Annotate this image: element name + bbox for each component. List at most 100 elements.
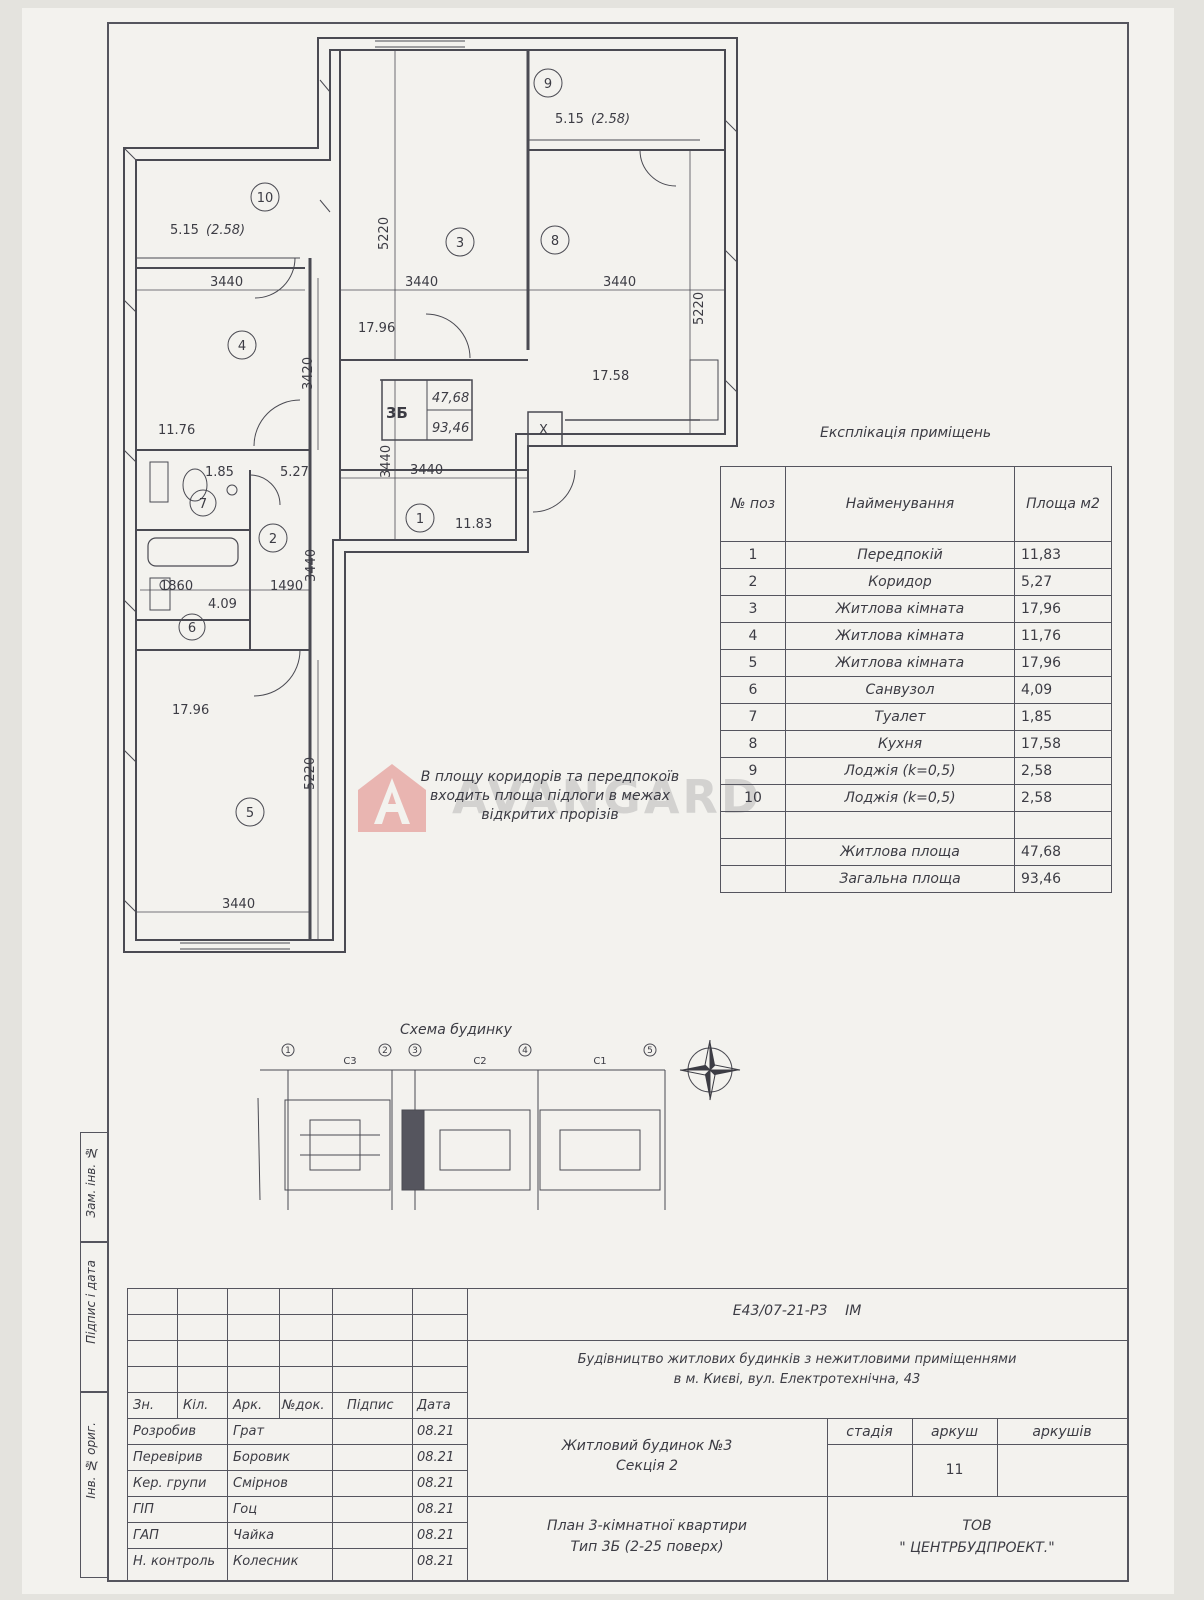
date-group-head: 08.21 [417,1476,455,1491]
row-num: 6 [720,676,786,704]
row-area: 17,96 [1014,595,1112,623]
dim-room-3-width: 3440 [405,275,438,290]
side-label-replace-inv: Зам. інв. № [84,1146,98,1218]
row-area: 17,96 [1014,649,1112,677]
area-room-7: 1.85 [205,465,234,480]
living-area-label: Житлова площа [785,838,1015,866]
building-line-1: Житловий будинок №3 [561,1438,733,1454]
side-label-sign-date: Підпис і дата [84,1260,98,1344]
document-code-line: Е43/07-21-РЗ ІМ [467,1303,1127,1319]
org-line-1: ТОВ [962,1518,992,1534]
area-room-6: 4.09 [208,597,237,612]
row-name: Кухня [785,730,1015,758]
room-number-1: 1 [416,512,424,527]
row-area: 11,83 [1014,541,1112,569]
header-name: Найменування [785,466,1015,542]
row-name: Лоджія (k=0,5) [785,757,1015,785]
project-line-2: в м. Києві, вул. Електротехнічна, 43 [673,1372,921,1387]
explication-header-row: № поз Найменування Площа м2 [720,466,1112,542]
room-number-5: 5 [246,806,254,821]
sheet-label: аркуш [930,1424,979,1440]
scheme-section-c1: С1 [593,1056,606,1067]
date-norm-control: 08.21 [417,1554,455,1569]
title-block: Е43/07-21-РЗ ІМ Будівництво житлових буд… [127,1288,1128,1582]
dim-room-1-width: 3440 [410,463,443,478]
dim-room-8-depth: 5220 [692,292,707,325]
compass-icon [679,1040,741,1101]
row-name: Санвузол [785,676,1015,704]
row-name: Туалет [785,703,1015,731]
area-room-5: 17.96 [172,703,209,718]
dim-corridor-width: 1490 [270,579,303,594]
drawing-line-2: Тип 3Б (2-25 поверх) [570,1539,724,1555]
row-name: Житлова кімната [785,595,1015,623]
date-chief-engineer: 08.21 [417,1502,455,1517]
stage-label: стадія [846,1424,893,1440]
row-area: 11,76 [1014,622,1112,650]
row-name: Житлова кімната [785,649,1015,677]
scheme-axis-4: 4 [522,1046,528,1056]
dim-corridor-depth: 3440 [304,549,319,582]
room-number-2: 2 [269,532,277,547]
dim-room-4-depth: 3420 [301,357,316,390]
row-num: 9 [720,757,786,785]
table-row-empty [720,811,1112,839]
room-number-6: 6 [188,621,196,636]
building-line-2: Секція 2 [615,1458,679,1474]
col-header-sign: Підпис [347,1398,394,1413]
project-line-1: Будівництво житлових будинків з нежитлов… [577,1352,1017,1367]
row-num: 3 [720,595,786,623]
row-area: 4,09 [1014,676,1112,704]
area-room-9: 5.15 [555,112,584,127]
scheme-section-c2: С2 [473,1056,486,1067]
scheme-axis-2: 2 [382,1046,388,1056]
apartment-total-area: 93,46 [432,421,469,436]
org-line-2: " ЦЕНТРБУДПРОЕКТ." [899,1540,1055,1556]
area-room-3: 17.96 [358,321,395,336]
dim-room-8-width: 3440 [603,275,636,290]
scheme-axis-3: 3 [412,1046,418,1056]
name-developer: Грат [233,1424,265,1439]
area-note: В площу коридорів та передпокоїв входить… [420,769,680,823]
floor-plan: 1 2 3 4 5 6 7 8 9 10 11.83 5.27 17.96 11… [123,37,738,953]
header-num: № поз [720,466,786,542]
role-group-head: Кер. групи [133,1476,207,1491]
total-area-value: 93,46 [1014,865,1112,893]
date-checker: 08.21 [417,1450,455,1465]
dim-room-1-depth: 3440 [379,445,394,478]
area-room-10-half: (2.58) [206,223,245,238]
row-num: 4 [720,622,786,650]
room-number-9: 9 [544,77,552,92]
header-area: Площа м2 [1014,466,1112,542]
area-room-4: 11.76 [158,423,195,438]
row-num: 7 [720,703,786,731]
room-number-8: 8 [551,234,559,249]
row-name: Передпокій [785,541,1015,569]
col-header-kil: Кіл. [183,1398,209,1413]
row-name: Житлова кімната [785,622,1015,650]
row-num: 2 [720,568,786,596]
row-num: 8 [720,730,786,758]
name-chief-architect: Чайка [233,1528,275,1543]
scheme-section-c3: С3 [343,1056,356,1067]
col-header-doc: №док. [282,1398,325,1413]
room-number-10: 10 [257,191,274,206]
avangard-logo-icon [358,764,426,832]
date-developer: 08.21 [417,1424,455,1439]
explication-title: Експлікація приміщень [820,425,992,441]
room-number-3: 3 [456,236,464,251]
dim-bath-width: 1860 [160,579,193,594]
document-code-suffix: ІМ [845,1303,862,1319]
col-header-zn: Зн. [133,1398,154,1413]
area-room-1: 11.83 [455,517,492,532]
scheme-axis-1: 1 [285,1046,291,1056]
side-label-orig-inv: Інв. № ориг. [84,1422,98,1499]
